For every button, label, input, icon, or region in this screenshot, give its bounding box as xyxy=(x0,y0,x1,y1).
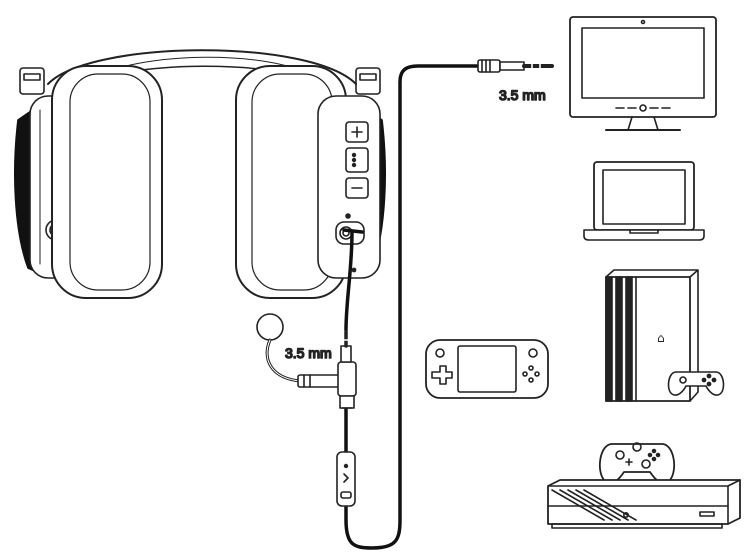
headphones-icon xyxy=(14,49,386,299)
svg-text:⌂: ⌂ xyxy=(657,331,665,345)
cable-mic-label: 3.5 mm xyxy=(285,345,332,361)
audio-cable xyxy=(342,64,480,550)
cable-top-label: 3.5 mm xyxy=(499,87,546,103)
monitor-icon xyxy=(569,16,717,131)
playstation-console-icon: ⌂ xyxy=(605,269,725,402)
microphone-icon xyxy=(256,313,357,409)
inline-remote xyxy=(336,451,356,507)
plug-top xyxy=(477,59,554,73)
handheld-console-icon xyxy=(425,339,549,399)
xbox-console-icon xyxy=(547,442,741,529)
laptop-icon xyxy=(583,161,705,241)
